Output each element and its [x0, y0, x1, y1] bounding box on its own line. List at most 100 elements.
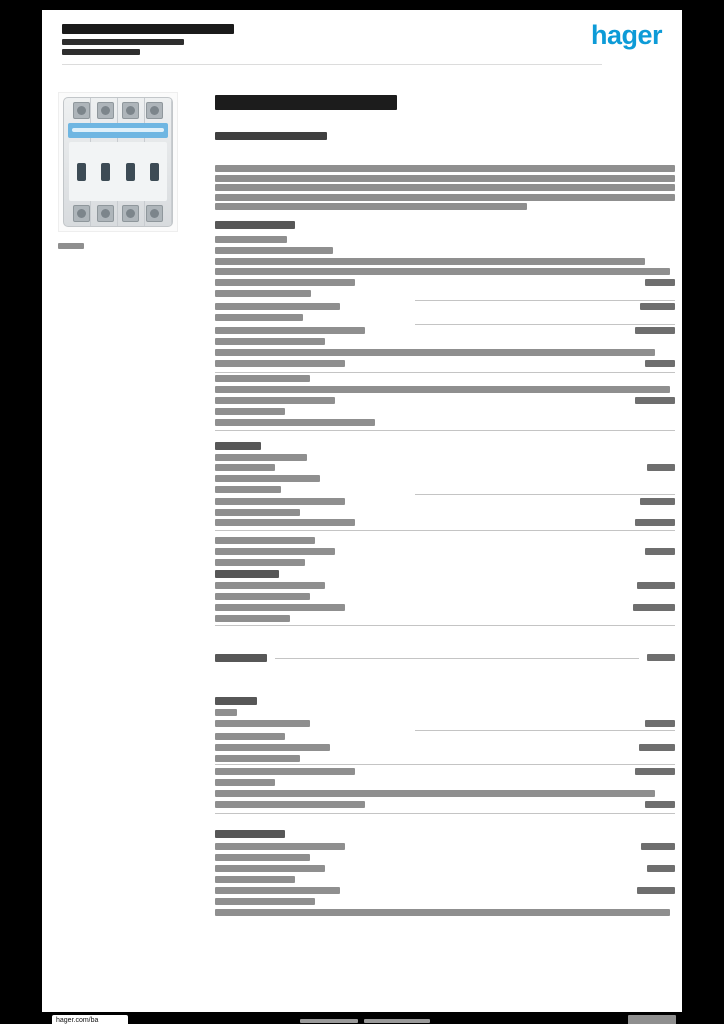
- doc-title-line: [62, 24, 234, 34]
- redacted-text-line: [215, 464, 275, 471]
- spec-value: [639, 744, 675, 751]
- redacted-text-line: [215, 454, 307, 461]
- redacted-text-line: [215, 486, 281, 493]
- section-heading: [215, 442, 261, 450]
- redacted-text-line: [215, 314, 303, 321]
- spec-value: [645, 360, 675, 367]
- redacted-text-line: [215, 593, 310, 600]
- section-heading: [215, 221, 295, 229]
- row-label: [215, 654, 267, 662]
- spec-value: [637, 887, 675, 894]
- screw-terminal-icon: [72, 102, 90, 119]
- switch-toggle-icon: [125, 162, 135, 181]
- redacted-text-line: [215, 375, 310, 382]
- switch-toggle-icon: [150, 162, 160, 181]
- separator-line: [215, 764, 675, 765]
- redacted-text-line: [215, 386, 670, 393]
- redacted-text-line: [215, 779, 275, 786]
- spec-value: [633, 604, 675, 611]
- separator-line: [215, 625, 675, 626]
- spec-value: [640, 498, 675, 505]
- footer-page-number-block: [628, 1015, 676, 1024]
- footer-text-line: [364, 1019, 430, 1023]
- redacted-text-line: [215, 175, 675, 182]
- redacted-text-line: [215, 338, 325, 345]
- spec-value: [635, 768, 675, 775]
- redacted-text-line: [215, 397, 335, 404]
- spec-value: [635, 327, 675, 334]
- modular-switch-device: [63, 97, 173, 227]
- separator-line: [215, 530, 675, 531]
- product-subtitle: [215, 132, 327, 140]
- redacted-text-line: [215, 790, 655, 797]
- separator-line: [415, 730, 675, 731]
- redacted-text-line: [215, 279, 355, 286]
- screw-terminal-icon: [146, 102, 164, 119]
- redacted-text-line: [215, 194, 675, 201]
- footer-link[interactable]: hager.com/ba: [52, 1015, 128, 1024]
- separator-line: [415, 324, 675, 325]
- redacted-text-line: [215, 247, 333, 254]
- redacted-text-line: [215, 258, 645, 265]
- screw-terminal-icon: [146, 205, 164, 222]
- redacted-text-line: [215, 843, 345, 850]
- redacted-text-line: [215, 419, 375, 426]
- screw-terminal-icon: [72, 205, 90, 222]
- switch-toggle-icon: [76, 162, 86, 181]
- product-title: [215, 95, 397, 110]
- redacted-text-line: [215, 801, 365, 808]
- separator-line: [215, 430, 675, 431]
- product-image: [58, 92, 178, 232]
- redacted-text-line: [215, 290, 311, 297]
- switch-face: [69, 142, 167, 201]
- redacted-text-line: [215, 854, 310, 861]
- redacted-text-line: [215, 509, 300, 516]
- spec-value: [640, 303, 675, 310]
- doc-subtitle-line: [62, 49, 140, 55]
- spec-value: [635, 519, 675, 526]
- redacted-text-line: [215, 768, 355, 775]
- redacted-text-line: [215, 236, 287, 243]
- datasheet-page: hager: [42, 10, 682, 1012]
- spec-value: [647, 654, 675, 661]
- hager-logo: hager: [590, 20, 663, 50]
- redacted-text-line: [215, 582, 325, 589]
- redacted-text-line: [215, 537, 315, 544]
- section-heading: [215, 570, 279, 578]
- spec-value: [645, 720, 675, 727]
- footer-text-line: [300, 1019, 358, 1023]
- redacted-text-line: [215, 548, 335, 555]
- redacted-text-line: [215, 604, 345, 611]
- redacted-text-line: [215, 909, 670, 916]
- screw-terminal-icon: [97, 205, 115, 222]
- redacted-text-line: [215, 559, 305, 566]
- terminal-row-top: [64, 98, 172, 121]
- redacted-text-line: [215, 744, 330, 751]
- separator-line: [275, 658, 639, 659]
- redacted-text-line: [215, 720, 310, 727]
- redacted-text-line: [215, 865, 325, 872]
- redacted-text-line: [215, 498, 345, 505]
- switch-toggle-icon: [101, 162, 111, 181]
- section-heading: [215, 697, 257, 705]
- separator-line: [415, 300, 675, 301]
- redacted-text-line: [215, 327, 365, 334]
- spec-value: [641, 843, 675, 850]
- spec-value: [635, 397, 675, 404]
- redacted-text-line: [215, 898, 315, 905]
- redacted-text-line: [215, 360, 345, 367]
- redacted-text-line: [215, 615, 290, 622]
- redacted-text-line: [215, 203, 527, 210]
- spec-value: [645, 801, 675, 808]
- screw-terminal-icon: [121, 102, 139, 119]
- section-heading: [215, 830, 285, 838]
- redacted-text-line: [215, 887, 340, 894]
- redacted-text-line: [215, 755, 300, 762]
- redacted-text-line: [215, 303, 340, 310]
- redacted-text-line: [215, 475, 320, 482]
- redacted-text-line: [215, 519, 355, 526]
- product-caption: [58, 243, 84, 249]
- separator-line: [62, 64, 602, 65]
- doc-subtitle-line: [62, 39, 184, 45]
